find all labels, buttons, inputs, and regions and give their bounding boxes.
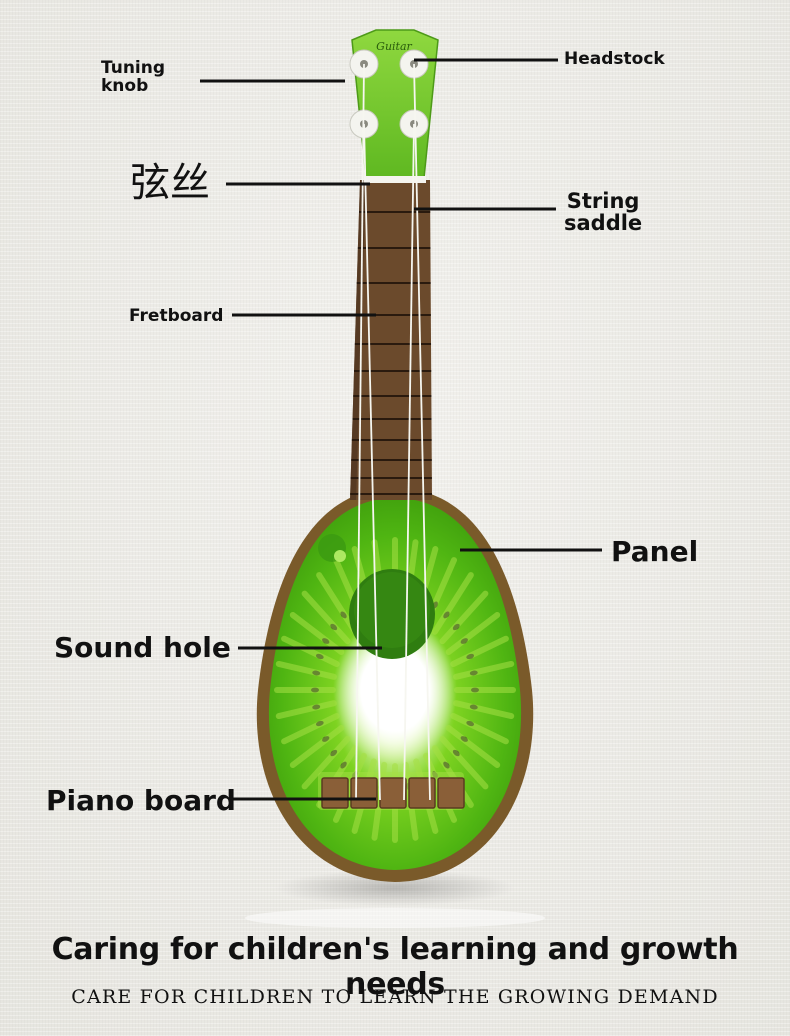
kiwi-ray [281, 635, 340, 668]
kiwi-ray [453, 700, 515, 720]
kiwi-ray [289, 725, 345, 768]
nut [364, 176, 426, 183]
callout-lines [200, 58, 602, 801]
label-tuning-knob: Tuning knob [101, 58, 166, 96]
kiwi-ray [439, 590, 489, 645]
caption-sub: CARE FOR CHILDREN TO LEARN THE GROWING D… [71, 986, 719, 1008]
label-string: 弦丝 [130, 160, 210, 206]
kiwi-ray [275, 660, 337, 680]
kiwi-ray [275, 700, 337, 720]
kiwi-ray [450, 712, 509, 745]
panel-highlight-dot [334, 550, 346, 562]
label-string-saddle: String saddle [564, 189, 643, 236]
label-headstock: Headstock [564, 49, 665, 69]
label-panel: Panel [611, 535, 699, 568]
reflection [245, 908, 545, 928]
kiwi-ray [445, 725, 501, 768]
piano-board [321, 777, 465, 809]
label-piano-board: Piano board [46, 784, 236, 817]
strings [355, 63, 431, 801]
headstock-logo: Guitar [376, 40, 412, 53]
kiwi-ray [450, 635, 509, 668]
kiwi-ray [289, 612, 345, 655]
ukulele-body [256, 488, 534, 882]
kiwi-ray [281, 712, 340, 745]
kiwi-ray [316, 572, 359, 635]
label-sound-hole: Sound hole [54, 631, 231, 664]
string-2 [363, 123, 381, 801]
caption-main: Caring for children's learning and growt… [51, 932, 739, 1002]
kiwi-ray [301, 590, 351, 645]
kiwi-ray [431, 572, 474, 635]
kiwi-ray [453, 660, 515, 680]
label-fretboard: Fretboard [129, 306, 224, 326]
kiwi-ray [445, 612, 501, 655]
string-3 [403, 123, 415, 801]
kiwi-ray [439, 735, 489, 790]
string-1 [355, 63, 365, 801]
body-shadow [275, 870, 515, 906]
sound-hole-inner [354, 572, 430, 648]
string-4 [413, 63, 431, 801]
kiwi-ray [301, 735, 351, 790]
